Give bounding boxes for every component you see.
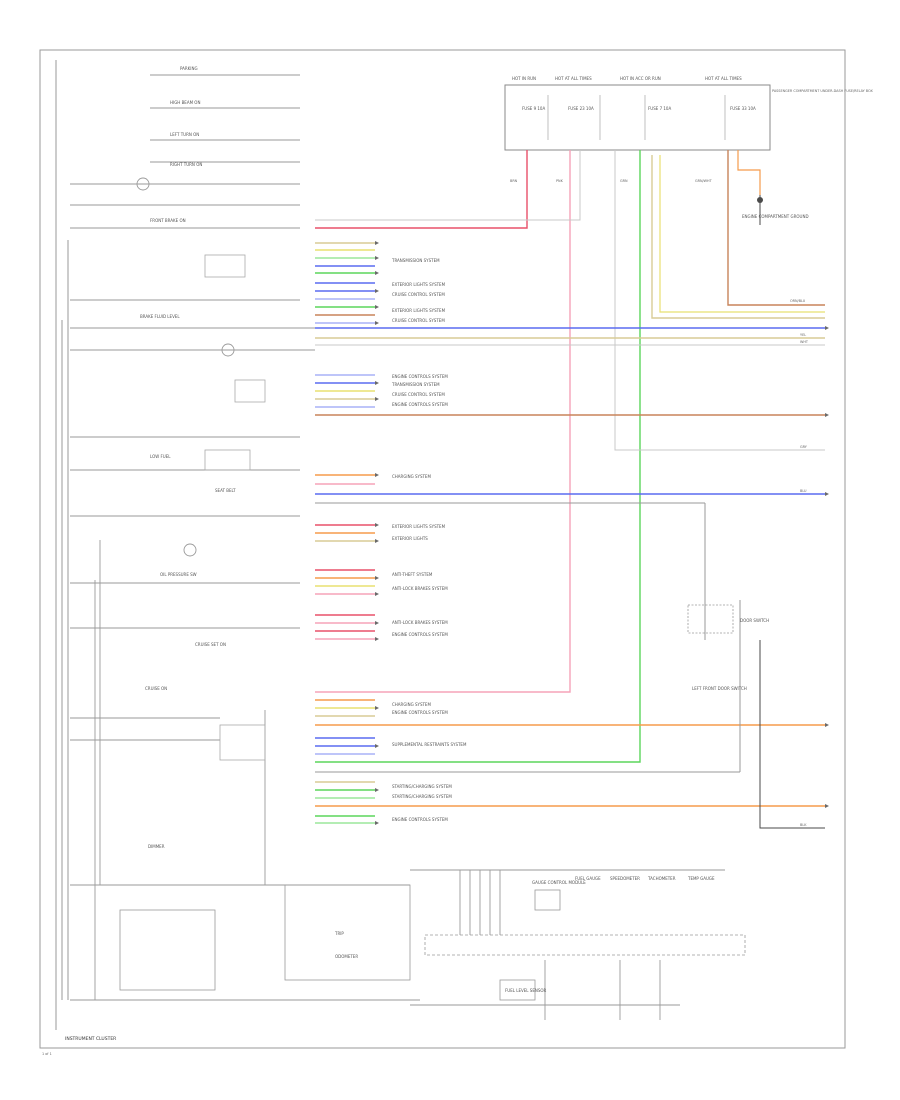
- top-module-label-1: FUSE 9 10A: [522, 106, 545, 111]
- right-component-2: LEFT FRONT DOOR SWITCH: [692, 686, 747, 691]
- switch-label-10: CRUISE SET ON: [195, 642, 226, 647]
- wire-tag-3: GRN: [620, 179, 628, 183]
- system-label-21: STARTING/CHARGING SYSTEM: [392, 794, 452, 799]
- switch-label-6: BRAKE FLUID LEVEL: [140, 314, 180, 319]
- diagram-border: [39, 49, 846, 1049]
- system-label-20: STARTING/CHARGING SYSTEM: [392, 784, 452, 789]
- bottom-component-1: GAUGE CONTROL MODULE: [532, 880, 586, 885]
- wire-tag-4: GRN/WHT: [695, 179, 713, 183]
- switch-label-12: DIMMER: [148, 844, 165, 849]
- switch-label-9: OIL PRESSURE SW: [160, 572, 197, 577]
- system-label-22: ENGINE CONTROLS SYSTEM: [392, 817, 448, 822]
- right-component-1: DOOR SWITCH: [740, 618, 769, 623]
- system-label-15: ANTI-LOCK BRAKES SYSTEM: [392, 620, 448, 625]
- system-label-2: EXTERIOR LIGHTS SYSTEM: [392, 282, 446, 287]
- system-label-1: TRANSMISSION SYSTEM: [391, 258, 440, 263]
- system-label-8: CRUISE CONTROL SYSTEM: [392, 392, 445, 397]
- connector-arrows: [375, 241, 829, 825]
- bottom-component-6: ODOMETER: [335, 954, 358, 959]
- top-module-label-3: FUSE 7 10A: [648, 106, 671, 111]
- system-label-5: CRUISE CONTROL SYSTEM: [392, 318, 445, 323]
- system-label-13: ANTI-THEFT SYSTEM: [392, 572, 433, 577]
- switch-label-4: RIGHT TURN ON: [170, 162, 202, 167]
- system-label-11: EXTERIOR LIGHTS SYSTEM: [392, 524, 446, 529]
- system-label-12: EXTERIOR LIGHTS: [392, 536, 428, 541]
- wire-tag-7: YEL: [800, 333, 806, 337]
- fuse-block-label: PASSENGER COMPARTMENT UNDER-DASH FUSE/RE…: [772, 89, 873, 93]
- system-label-16: ENGINE CONTROLS SYSTEM: [392, 632, 448, 637]
- wire-tags: BRN PNK GRN GRN/WHT ORN/BLU BLU YEL GRY …: [510, 179, 809, 827]
- system-label-4: EXTERIOR LIGHTS SYSTEM: [392, 308, 446, 313]
- wire-tag-10: WHT: [800, 340, 809, 344]
- top-module-label-4: FUSE 33 10A: [730, 106, 756, 111]
- system-label-19: SUPPLEMENTAL RESTRAINTS SYSTEM: [392, 742, 467, 747]
- system-label-17: CHARGING SYSTEM: [392, 702, 431, 707]
- switch-label-1: PARKING: [180, 66, 198, 71]
- top-fuse-block: HOT IN RUN HOT AT ALL TIMES HOT IN ACC O…: [504, 76, 873, 151]
- switch-label-2: HIGH BEAM ON: [170, 100, 200, 105]
- right-component-3: ENGINE COMPARTMENT GROUND: [742, 214, 809, 219]
- switch-label-8: LOW FUEL: [150, 454, 171, 459]
- bottom-component-7: FUEL LEVEL SENSOR: [505, 988, 547, 993]
- switch-label-3: LEFT TURN ON: [170, 132, 199, 137]
- system-label-3: CRUISE CONTROL SYSTEM: [392, 292, 445, 297]
- top-fuse-label-4: HOT AT ALL TIMES: [705, 76, 742, 81]
- frame-title: INSTRUMENT CLUSTER: [65, 1036, 116, 1042]
- bottom-component-3: SPEEDOMETER: [610, 876, 640, 881]
- bottom-component-4: TACHOMETER: [647, 876, 676, 881]
- wire-tag-8: GRY: [800, 445, 808, 449]
- right-components: DOOR SWITCH LEFT FRONT DOOR SWITCH ENGIN…: [687, 197, 809, 691]
- system-label-7: TRANSMISSION SYSTEM: [391, 382, 440, 387]
- top-fuse-label-2: HOT AT ALL TIMES: [555, 76, 592, 81]
- top-drop-wires: [315, 150, 825, 763]
- wire-tag-9: BLK: [800, 823, 807, 827]
- left-switch-ladder: PARKING HIGH BEAM ON LEFT TURN ON RIGHT …: [70, 66, 420, 1001]
- top-fuse-label-1: HOT IN RUN: [512, 76, 536, 81]
- system-label-9: ENGINE CONTROLS SYSTEM: [392, 402, 448, 407]
- bottom-component-5: TEMP GAUGE: [687, 876, 715, 881]
- bottom-gauge-section: GAUGE CONTROL MODULE FUEL GAUGE SPEEDOME…: [119, 869, 746, 1020]
- system-label-18: ENGINE CONTROLS SYSTEM: [392, 710, 448, 715]
- switch-label-5: FRONT BRAKE ON: [150, 218, 186, 223]
- system-labels: TRANSMISSION SYSTEM EXTERIOR LIGHTS SYST…: [391, 258, 467, 822]
- wire-tag-1: BRN: [510, 179, 518, 183]
- switch-label-7: SEAT BELT: [215, 488, 236, 493]
- page-label: 1 of 1: [42, 1052, 52, 1056]
- system-label-6: ENGINE CONTROLS SYSTEM: [392, 374, 448, 379]
- switch-label-11: CRUISE ON: [145, 686, 167, 691]
- wire-tag-6: BLU: [800, 489, 807, 493]
- system-label-14: ANTI-LOCK BRAKES SYSTEM: [392, 586, 448, 591]
- wire-tag-2: PNK: [556, 179, 564, 183]
- bottom-component-2: FUEL GAUGE: [575, 876, 601, 881]
- system-label-10: CHARGING SYSTEM: [392, 474, 431, 479]
- wire-tag-5: ORN/BLU: [790, 299, 806, 303]
- top-fuse-label-3: HOT IN ACC OR RUN: [620, 76, 661, 81]
- bottom-component-8: TRIP: [334, 931, 344, 936]
- connector-wires: [315, 242, 825, 829]
- top-module-label-2: FUSE 23 10A: [568, 106, 594, 111]
